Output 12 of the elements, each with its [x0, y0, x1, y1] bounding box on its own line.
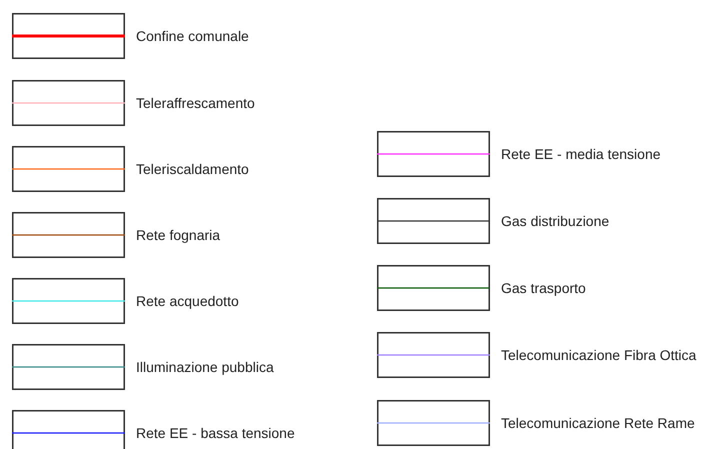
- legend-text: Gas distribuzione: [501, 213, 610, 229]
- legend-text: Teleraffrescamento: [136, 95, 255, 111]
- legend-text: Rete acquedotto: [136, 293, 239, 309]
- legend-text: Teleriscaldamento: [136, 161, 249, 177]
- legend-text: Rete fognaria: [136, 227, 220, 243]
- legend-text: Rete EE - bassa tensione: [136, 425, 295, 441]
- legend-text: Rete EE - media tensione: [501, 146, 661, 162]
- legend-text: Confine comunale: [136, 28, 249, 44]
- legend-text: Illuminazione pubblica: [136, 359, 274, 375]
- legend-text: Telecomunicazione Fibra Ottica: [501, 347, 696, 363]
- legend-text: Telecomunicazione Rete Rame: [501, 415, 695, 431]
- legend-text: Gas trasporto: [501, 280, 586, 296]
